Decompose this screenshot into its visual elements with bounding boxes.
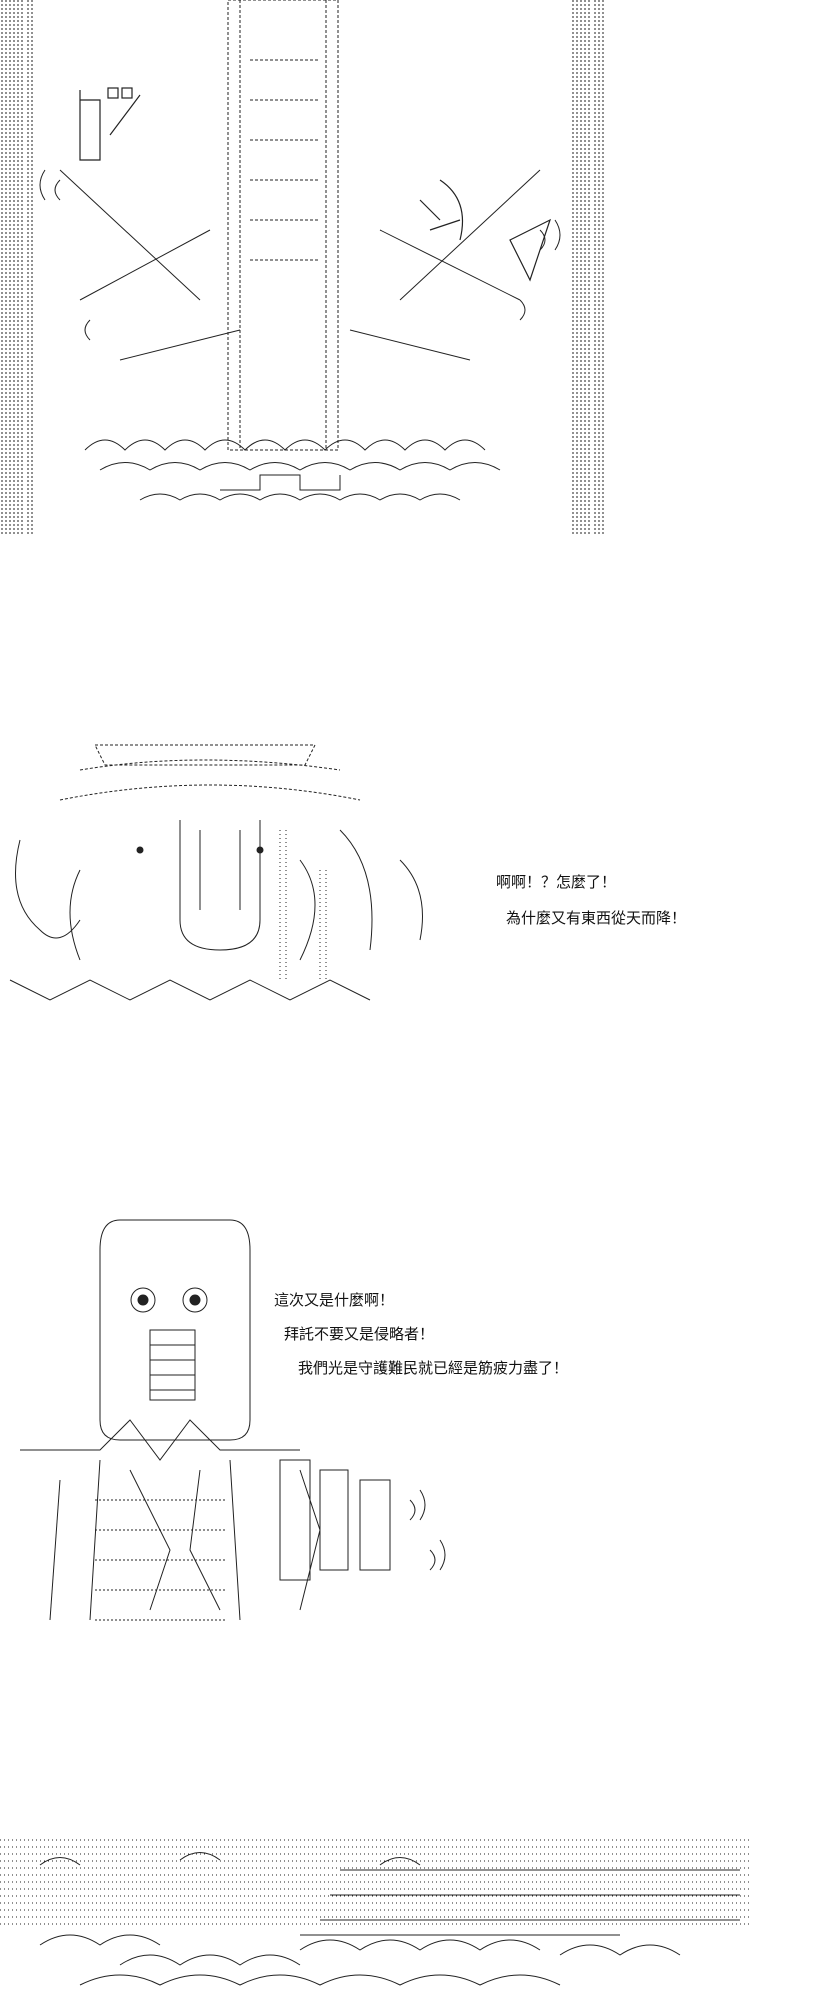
dialogue-line-1: 啊啊！？怎麼了！ (496, 873, 617, 891)
dialogue-line-1: 這次又是什麼啊！ (274, 1291, 395, 1309)
impact-burst (39, 169, 561, 361)
cloud-scene-art (0, 1835, 760, 2000)
panel-dotted-scene (0, 1835, 835, 2000)
speed-lines-right (572, 0, 604, 535)
panel-worried-man: 這次又是什麼啊！ 拜託不要又是侵略者！ 我們光是守護難民就已經是筋疲力盡了！ (0, 1210, 835, 1650)
cloud-shapes (39, 1852, 681, 1986)
man-head (99, 1219, 251, 1441)
speed-lines-left (1, 0, 33, 535)
tower-impact-art (0, 0, 620, 540)
ground-lines (300, 1869, 740, 1936)
dialogue-line-2: 拜託不要又是侵略者！ (284, 1325, 435, 1343)
creature-body (9, 820, 423, 1001)
man-suit (20, 1419, 446, 1621)
man-art (0, 1210, 480, 1650)
creature-hatching (279, 830, 327, 980)
debris-cloud (84, 439, 501, 501)
creature-art (0, 720, 500, 1020)
dotted-background (0, 1839, 750, 1925)
sound-effect-doon (79, 87, 552, 282)
creature-head (59, 744, 361, 801)
suit-hatching (95, 1499, 225, 1621)
panel-tower-impact (0, 0, 835, 540)
panel-startled-creature: 啊啊！？怎麼了！ 為什麼又有東西從天而降！ (0, 720, 835, 1020)
dialogue-line-2: 為什麼又有東西從天而降！ (506, 909, 687, 927)
dialogue-line-3: 我們光是守護難民就已經是筋疲力盡了！ (298, 1359, 569, 1377)
tower-shape (227, 0, 339, 451)
